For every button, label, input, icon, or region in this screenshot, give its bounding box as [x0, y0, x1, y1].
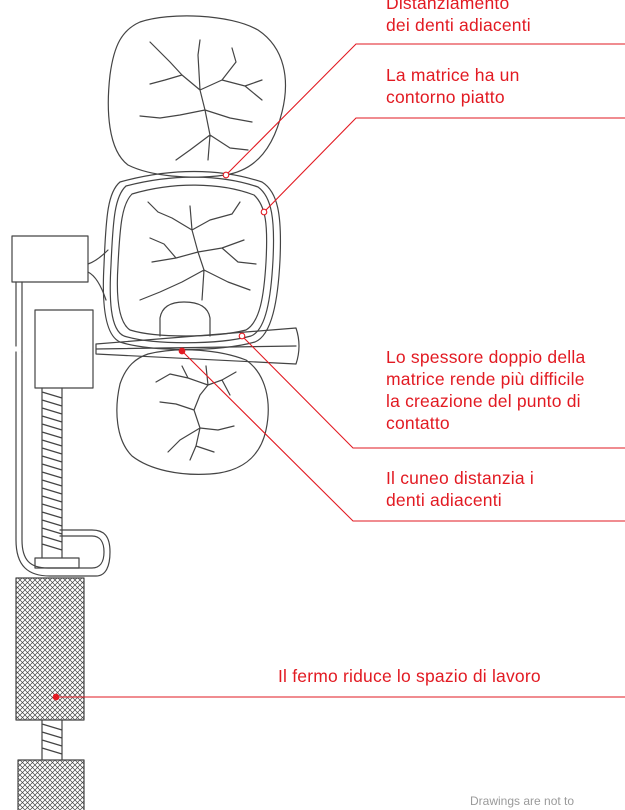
label-matrice-contorno: La matrice ha un contorno piatto — [386, 65, 520, 107]
dot-matrice — [260, 208, 268, 216]
dot-fermo — [52, 693, 60, 701]
scale-footnote: Drawings are not to — [470, 794, 575, 808]
dot-distanziamento — [222, 171, 230, 179]
leader-matrice — [263, 117, 625, 213]
matrix-band-arm — [87, 249, 109, 301]
retainer-frame — [15, 281, 23, 353]
wedge — [95, 327, 300, 365]
matrix-band-inner — [109, 176, 275, 344]
leader-distanziamento — [225, 43, 625, 176]
upper-tooth — [107, 15, 287, 178]
leader-spessore — [241, 335, 625, 449]
retainer-nut — [34, 557, 80, 569]
upper-tooth-fissures — [139, 39, 263, 161]
label-cuneo: Il cuneo distanzia i denti adiacenti — [386, 468, 534, 510]
lower-tooth-fissures — [155, 365, 237, 461]
middle-tooth — [116, 184, 268, 337]
spindle-thread-lower — [41, 719, 63, 761]
lower-tooth — [116, 349, 269, 475]
bottom-knob — [17, 759, 85, 810]
retainer-head — [11, 235, 89, 283]
dot-cuneo — [178, 347, 186, 355]
dot-spessore — [238, 332, 246, 340]
label-fermo: Il fermo riduce lo spazio di lavoro — [278, 666, 541, 686]
label-spessore-doppio: Lo spessore doppio della matrice rende p… — [386, 347, 586, 433]
matrix-band-outer — [102, 170, 282, 351]
middle-tooth-fissures — [139, 201, 257, 301]
gingival-bump — [159, 301, 211, 337]
leader-cuneo — [181, 350, 625, 522]
label-distanziamento: Distanziamento dei denti adiacenti — [386, 0, 531, 35]
knurled-handle — [15, 577, 85, 721]
spindle-thread-upper — [41, 387, 63, 559]
retainer-slider-block — [34, 309, 94, 389]
